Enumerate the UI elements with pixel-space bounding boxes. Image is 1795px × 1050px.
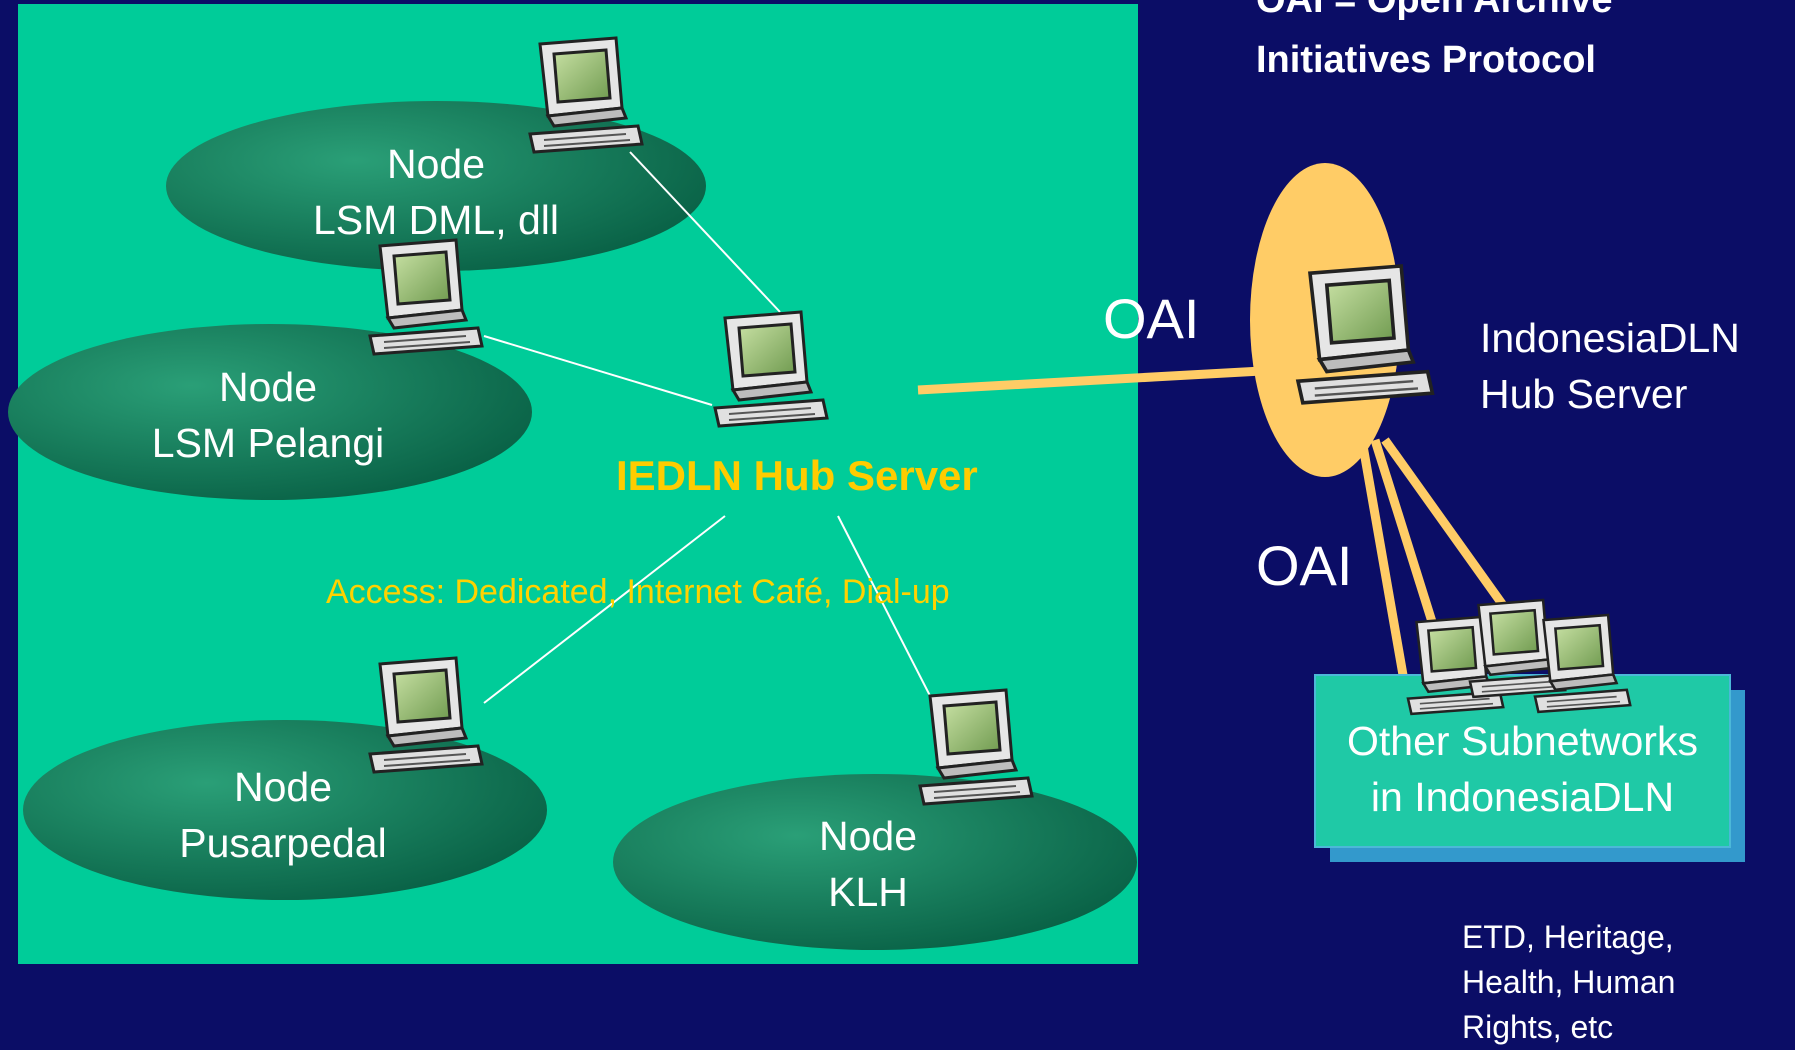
topics-line-3: Rights, etc	[1462, 1009, 1614, 1045]
node-title: Node	[818, 813, 917, 859]
subnet-line-1: Other Subnetworks	[1347, 718, 1698, 764]
node-title: Node	[386, 141, 485, 187]
link-subnet-3	[1381, 437, 1514, 618]
node-ellipse-klh	[613, 774, 1137, 950]
link-lsm-dml	[629, 151, 781, 313]
topics-line-1: ETD, Heritage,	[1462, 919, 1674, 955]
node-label-klh: Node KLH	[718, 808, 1018, 920]
node-title: Node	[233, 764, 332, 810]
link-subnet-1	[1357, 439, 1408, 676]
indonesia-hub-label: IndonesiaDLN Hub Server	[1480, 310, 1740, 422]
node-label-lsm-pelangi: Node LSM Pelangi	[118, 359, 418, 471]
node-name: LSM DML, dll	[312, 197, 560, 243]
protocol-note-line-1: OAI = Open Archive	[1256, 0, 1613, 21]
computer-icon-indonesiadln-hub	[1296, 264, 1435, 405]
link-oai-hub	[917, 365, 1281, 395]
hub-label: IEDLN Hub Server	[616, 452, 978, 499]
node-name: KLH	[828, 869, 908, 915]
node-ellipse-lsm-pelangi	[8, 324, 532, 500]
node-title: Node	[218, 364, 317, 410]
node-name: LSM Pelangi	[151, 420, 385, 466]
indonesia-hub-line-2: Hub Server	[1480, 371, 1688, 417]
link-lsm-pelangi	[483, 335, 713, 406]
oai-label-hub: OAI	[1103, 287, 1200, 350]
subnet-label: Other Subnetworks in IndonesiaDLN	[1315, 713, 1730, 825]
subnet-box	[1314, 674, 1731, 848]
indonesia-hub-line-1: IndonesiaDLN	[1480, 315, 1740, 361]
protocol-note-line-2: Initiatives Protocol	[1256, 39, 1596, 81]
computer-icon-subnet-3	[1533, 613, 1632, 714]
oai-label-subnet: OAI	[1256, 534, 1353, 597]
link-pusarpedal	[483, 515, 726, 704]
subnet-line-2: in IndonesiaDLN	[1370, 774, 1675, 820]
node-name: Pusarpedal	[179, 820, 387, 866]
topics-line-2: Health, Human	[1462, 964, 1676, 1000]
topics-list: ETD, Heritage, Health, Human Rights, etc	[1462, 915, 1675, 1050]
node-label-lsm-dml: Node LSM DML, dll	[286, 136, 586, 248]
access-label: Access: Dedicated, Internet Café, Dial-u…	[326, 573, 950, 611]
protocol-note: OAI = Open Archive Initiatives Protocol	[1256, 0, 1613, 90]
node-label-pusarpedal: Node Pusarpedal	[133, 759, 433, 871]
